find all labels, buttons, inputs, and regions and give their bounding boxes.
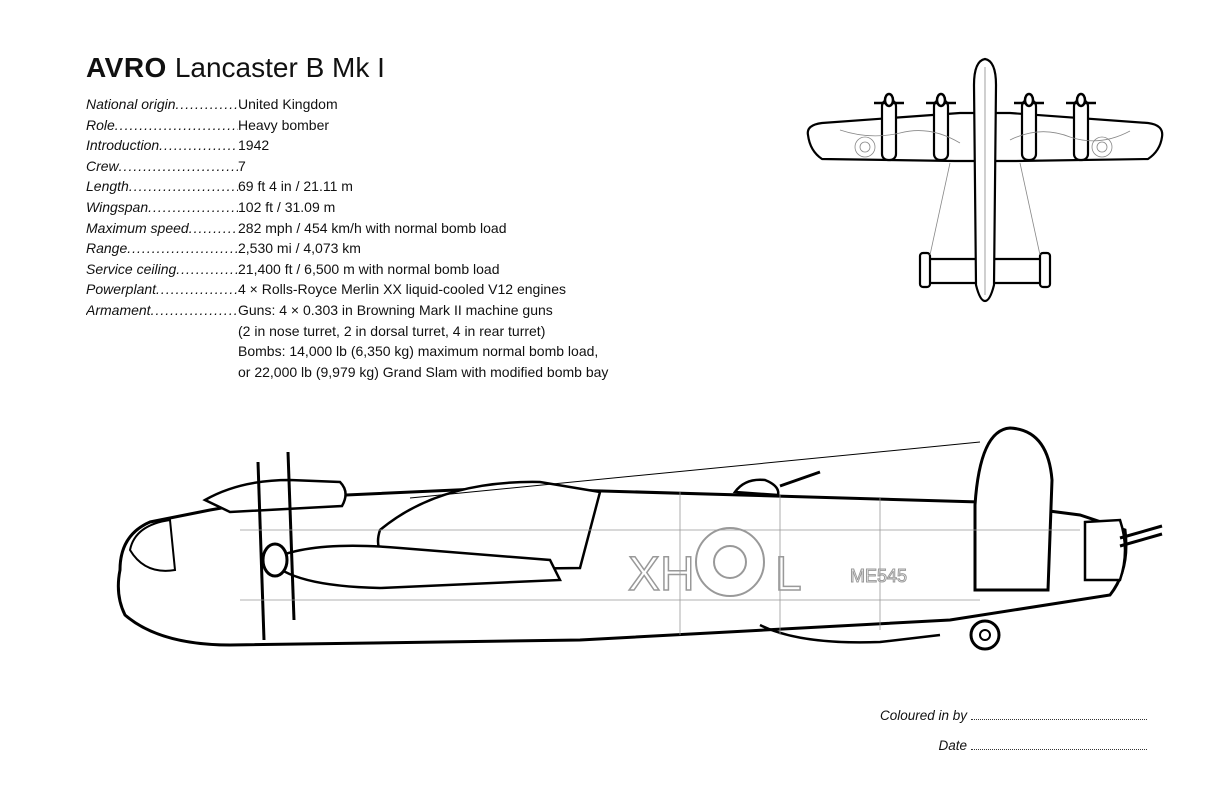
spec-value: 21,400 ft / 6,500 m with normal bomb loa… — [238, 259, 499, 280]
spec-label: Powerplant..............................… — [86, 279, 238, 300]
spec-label-text: Crew — [86, 157, 119, 174]
spec-value-line: Bombs: 14,000 lb (6,350 kg) maximum norm… — [238, 343, 599, 360]
coloured-by-line[interactable] — [971, 705, 1148, 720]
spec-label-text: Service ceiling — [86, 260, 177, 277]
spec-value: 69 ft 4 in / 21.11 m — [238, 176, 353, 197]
spec-row: Crew....................................… — [86, 156, 608, 177]
spec-table: National origin.........................… — [86, 94, 608, 382]
leader-dots: ........................................… — [118, 157, 238, 174]
spec-label-text: Armament — [86, 301, 151, 318]
spec-row: Range...................................… — [86, 238, 608, 259]
spec-value-line: 21,400 ft / 6,500 m with normal bomb loa… — [238, 260, 500, 277]
spec-row: Maximum speed...........................… — [86, 218, 608, 239]
leader-dots: ........................................… — [128, 178, 238, 195]
spec-row: Powerplant..............................… — [86, 279, 608, 300]
leader-dots: ........................................… — [175, 96, 239, 112]
footer-fields: Coloured in by Date — [880, 705, 1148, 765]
spec-value: Heavy bomber — [238, 115, 329, 136]
leader-dots: ........................................… — [188, 219, 238, 236]
spec-label: Maximum speed...........................… — [86, 218, 238, 239]
date-line[interactable] — [971, 735, 1148, 750]
leader-dots: ........................................… — [176, 260, 238, 277]
spec-label-text: Maximum speed — [86, 219, 189, 236]
spec-row: Introduction............................… — [86, 135, 608, 156]
spec-value-line: United Kingdom — [238, 96, 338, 112]
coloured-by-field: Coloured in by — [880, 705, 1148, 735]
spec-label-text: National origin — [86, 96, 176, 112]
spec-value-line: or 22,000 lb (9,979 kg) Grand Slam with … — [238, 363, 609, 380]
spec-label: Introduction............................… — [86, 135, 238, 156]
spec-label: Wingspan................................… — [86, 197, 238, 218]
spec-label: Range...................................… — [86, 238, 238, 259]
date-label: Date — [938, 738, 968, 753]
spec-value: 4 × Rolls-Royce Merlin XX liquid-cooled … — [238, 279, 566, 300]
spec-label: Role....................................… — [86, 115, 238, 136]
spec-value: 282 mph / 454 km/h with normal bomb load — [238, 218, 506, 239]
serial-number: ME545 — [850, 566, 907, 586]
spec-value: Guns: 4 × 0.303 in Browning Mark II mach… — [238, 300, 608, 382]
spec-row: National origin.........................… — [86, 94, 608, 115]
side-view-drawing: XH L ME545 — [116, 426, 1163, 651]
leader-dots: ........................................… — [150, 301, 238, 318]
spec-value-line: 2,530 mi / 4,073 km — [238, 240, 361, 257]
spec-value-line: 7 — [238, 157, 246, 174]
leader-dots: ........................................… — [156, 281, 238, 298]
spec-value-line: 4 × Rolls-Royce Merlin XX liquid-cooled … — [238, 281, 567, 298]
coloured-by-label: Coloured in by — [880, 708, 968, 723]
leader-dots: ........................................… — [127, 240, 238, 257]
spec-value: 1942 — [238, 135, 269, 156]
spec-value-line: 1942 — [238, 137, 270, 154]
spec-value-line: 102 ft / 31.09 m — [238, 198, 336, 215]
spec-label: Armament................................… — [86, 300, 238, 382]
spec-label: National origin.........................… — [86, 94, 238, 115]
manufacturer-name: AVRO — [86, 52, 167, 83]
spec-label-text: Length — [86, 178, 129, 195]
spec-label-text: Range — [86, 240, 128, 257]
spec-value-line: Guns: 4 × 0.303 in Browning Mark II mach… — [238, 301, 553, 318]
spec-value: 102 ft / 31.09 m — [238, 197, 335, 218]
spec-value: 2,530 mi / 4,073 km — [238, 238, 361, 259]
spec-row: Armament................................… — [86, 300, 608, 382]
spec-value-line: 282 mph / 454 km/h with normal bomb load — [238, 219, 507, 236]
leader-dots: ........................................… — [148, 198, 238, 215]
spec-row: Role....................................… — [86, 115, 608, 136]
spec-label-text: Role — [86, 116, 115, 133]
spec-label: Service ceiling.........................… — [86, 259, 238, 280]
leader-dots: ........................................… — [114, 116, 238, 133]
squadron-code: XH — [628, 548, 695, 601]
spec-value-line: Heavy bomber — [238, 116, 330, 133]
leader-dots: ........................................… — [159, 137, 238, 154]
spec-row: Wingspan................................… — [86, 197, 608, 218]
spec-label: Crew....................................… — [86, 156, 238, 177]
top-view-drawing — [806, 57, 1164, 303]
spec-value-line: (2 in nose turret, 2 in dorsal turret, 4… — [238, 322, 546, 339]
date-field: Date — [880, 735, 1148, 765]
individual-letter: L — [775, 548, 802, 601]
spec-value: 7 — [238, 156, 246, 177]
spec-label-text: Powerplant — [86, 281, 157, 298]
spec-label-text: Wingspan — [86, 198, 149, 215]
spec-value: United Kingdom — [238, 94, 338, 115]
aircraft-model: Lancaster B Mk I — [174, 52, 385, 83]
spec-row: Length..................................… — [86, 176, 608, 197]
spec-label-text: Introduction — [86, 137, 160, 154]
spec-label: Length..................................… — [86, 176, 238, 197]
spec-value-line: 69 ft 4 in / 21.11 m — [238, 178, 353, 195]
spec-row: Service ceiling.........................… — [86, 259, 608, 280]
